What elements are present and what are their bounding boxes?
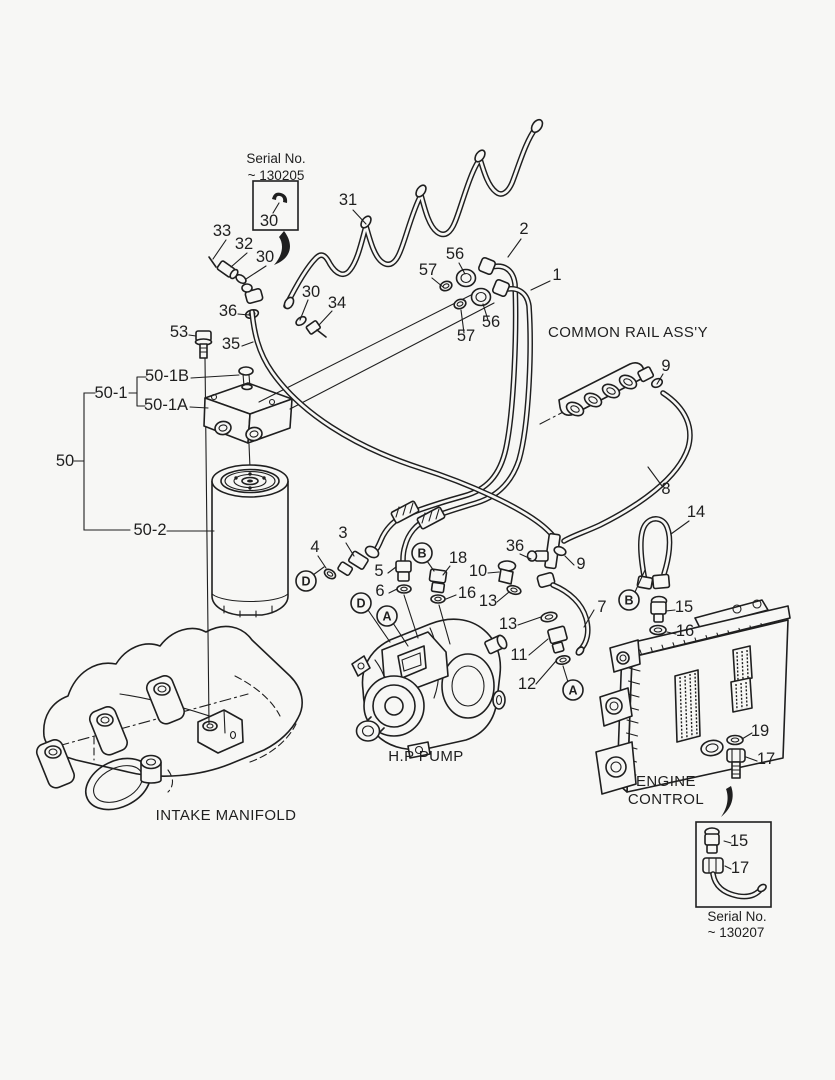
callout-1: 1 bbox=[552, 266, 561, 284]
callout-11: 11 bbox=[510, 646, 527, 664]
callout-56b: 56 bbox=[482, 313, 500, 331]
section-labels: Serial No. ~ 130205 COMMON RAIL ASS'Y H.… bbox=[156, 151, 767, 940]
intake-manifold-label: INTAKE MANIFOLD bbox=[156, 807, 297, 824]
serial-bottom-line2: ~ 130207 bbox=[708, 925, 765, 940]
svg-text:D: D bbox=[301, 575, 310, 589]
callout-32: 32 bbox=[235, 235, 253, 253]
hose-8 bbox=[561, 390, 693, 544]
pump-fittings bbox=[323, 532, 591, 665]
callout-9-rail: 9 bbox=[661, 357, 670, 375]
callout-7: 7 bbox=[597, 598, 606, 616]
callout-30-box: 30 bbox=[260, 212, 278, 230]
callout-30b: 30 bbox=[302, 283, 320, 301]
callout-10: 10 bbox=[469, 562, 487, 580]
serial-top-line2: ~ 130205 bbox=[248, 168, 305, 183]
hp-pump-label: H.P PUMP bbox=[388, 748, 463, 765]
callout-15a: 15 bbox=[675, 598, 693, 616]
callout-50-1B: 50-1B bbox=[145, 367, 189, 385]
common-rail-drawing bbox=[539, 362, 664, 425]
filter-vent-plug bbox=[238, 366, 254, 391]
serial-bottom-line1: Serial No. bbox=[707, 909, 766, 924]
rail-injector-boss bbox=[565, 374, 638, 417]
callout-31: 31 bbox=[339, 191, 357, 209]
filter-cartridge bbox=[211, 464, 289, 618]
pipe-14-assembly bbox=[636, 516, 673, 636]
callout-34: 34 bbox=[328, 294, 346, 312]
callout-17a: 17 bbox=[757, 750, 775, 768]
hose-35 bbox=[249, 309, 559, 545]
callout-53: 53 bbox=[170, 323, 188, 341]
clip-part-30-icon bbox=[272, 192, 288, 203]
engine-control-label-line2: CONTROL bbox=[628, 791, 704, 808]
callout-9b: 9 bbox=[576, 555, 585, 573]
serial-top-line1: Serial No. bbox=[246, 151, 305, 166]
fuel-filter-assembly bbox=[73, 366, 293, 618]
callout-18: 18 bbox=[449, 549, 467, 567]
manifold-mount-block bbox=[197, 709, 244, 754]
hose-pair-1-2 bbox=[371, 256, 533, 563]
callout-50-1: 50-1 bbox=[94, 384, 127, 402]
marker-B2: B bbox=[618, 589, 640, 611]
callout-5: 5 bbox=[374, 562, 383, 580]
callout-3: 3 bbox=[338, 524, 347, 542]
arrow-swoosh-top bbox=[274, 231, 290, 265]
serial-box-top-frame bbox=[252, 180, 299, 231]
callout-17b: 17 bbox=[731, 859, 749, 877]
callout-50-1A: 50-1A bbox=[144, 396, 188, 414]
engine-control-unit bbox=[595, 599, 791, 817]
callout-14: 14 bbox=[687, 503, 705, 521]
callout-16a: 16 bbox=[458, 584, 476, 602]
svg-text:B: B bbox=[624, 594, 633, 608]
callout-13b: 13 bbox=[499, 615, 517, 633]
sensor-17-part bbox=[726, 748, 746, 779]
callout-4: 4 bbox=[310, 538, 319, 556]
marker-D2: D bbox=[350, 592, 372, 614]
callout-13a: 13 bbox=[479, 592, 497, 610]
callout-15b: 15 bbox=[730, 832, 748, 850]
serial-box-bottom bbox=[695, 821, 772, 908]
callout-2: 2 bbox=[519, 220, 528, 238]
marker-A2: A bbox=[562, 679, 584, 701]
hp-pump-drawing bbox=[351, 618, 508, 759]
callout-50-2: 50-2 bbox=[133, 521, 166, 539]
bolt-53 bbox=[194, 330, 213, 725]
manifold-flange-tab bbox=[35, 739, 75, 789]
callout-57a: 57 bbox=[419, 261, 437, 279]
callout-6: 6 bbox=[375, 582, 384, 600]
callout-50: 50 bbox=[56, 452, 74, 470]
marker-D1: D bbox=[295, 570, 317, 592]
intake-manifold-drawing bbox=[35, 625, 303, 811]
callout-30a: 30 bbox=[256, 248, 274, 266]
svg-text:A: A bbox=[568, 684, 577, 698]
callout-numbers: 33 32 30 30 31 36 30 34 53 35 57 56 2 1 … bbox=[56, 191, 775, 877]
svg-text:B: B bbox=[417, 547, 426, 561]
filter-label-brackets bbox=[73, 376, 147, 531]
callout-8: 8 bbox=[661, 480, 670, 498]
marker-B1: B bbox=[411, 542, 433, 564]
callout-56a: 56 bbox=[446, 245, 464, 263]
callout-35: 35 bbox=[222, 335, 240, 353]
svg-text:A: A bbox=[382, 610, 391, 624]
injection-pipe-31 bbox=[283, 118, 544, 310]
callout-16b: 16 bbox=[676, 622, 694, 640]
arrow-swoosh-bottom bbox=[721, 786, 733, 817]
callout-33: 33 bbox=[213, 222, 231, 240]
manifold-flange-tab bbox=[145, 675, 185, 725]
connection-lines-to-filter bbox=[258, 290, 495, 410]
serial-box-top bbox=[252, 180, 299, 265]
manifold-flange-tab bbox=[88, 706, 128, 756]
leader-lines bbox=[166, 202, 758, 870]
marker-A1: A bbox=[376, 605, 398, 627]
callout-19: 19 bbox=[751, 722, 769, 740]
svg-text:D: D bbox=[356, 597, 365, 611]
common-rail-label: COMMON RAIL ASS'Y bbox=[548, 324, 708, 341]
callout-36b: 36 bbox=[506, 537, 524, 555]
view-markers: D B D A A B bbox=[295, 542, 640, 701]
callout-36a: 36 bbox=[219, 302, 237, 320]
engine-control-label-line1: ENGINE bbox=[636, 773, 696, 790]
callout-12: 12 bbox=[518, 675, 536, 693]
ring-19-part bbox=[726, 734, 744, 746]
callout-57b: 57 bbox=[457, 327, 475, 345]
